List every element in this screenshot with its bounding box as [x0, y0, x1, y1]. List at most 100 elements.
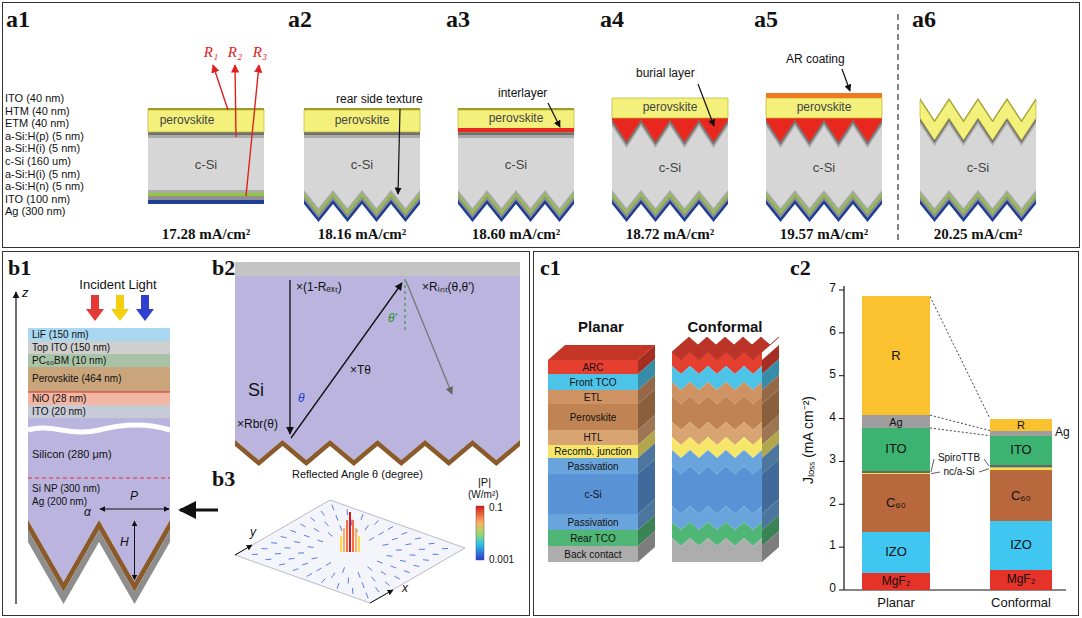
layer-band: Back contact	[548, 546, 638, 562]
bar-segment: MgF₂	[862, 573, 930, 590]
field-arrow	[294, 542, 300, 543]
n-layer	[458, 132, 574, 214]
layer-band: c-Si	[548, 474, 638, 514]
layer-region: c-Si	[304, 148, 420, 182]
field-arrow	[262, 548, 268, 549]
field-arrow	[279, 564, 285, 565]
conformal-layer	[672, 538, 762, 562]
layer-label: PC₆₀BM (10 nm)	[32, 355, 106, 367]
field-arrow	[321, 578, 325, 582]
bar-segment: ITO	[862, 428, 930, 471]
angle-label: θ'	[388, 312, 397, 326]
layer-label: a-Si:H(p) (5 nm)	[5, 130, 84, 143]
field-arrow	[429, 543, 435, 545]
conformal-layer	[672, 466, 762, 514]
dimension-arrow	[134, 521, 135, 580]
layer-name: perovskite	[335, 114, 390, 127]
layer-band: Passivation	[548, 514, 638, 530]
field-arrow	[410, 554, 416, 555]
field-arrow	[402, 532, 408, 534]
layer-name: HTL	[584, 432, 603, 443]
perovskite-layer	[304, 110, 420, 132]
light-ray	[213, 65, 228, 110]
layer-band: HTL	[548, 430, 638, 445]
layer-band: Perovskite	[548, 404, 638, 430]
bar-segment: R	[862, 296, 930, 415]
bar-label: ITO	[885, 442, 906, 456]
tick-label: 3	[829, 453, 836, 467]
axis-label: z	[22, 286, 29, 301]
field-arrow	[285, 547, 291, 548]
current-value: 18.16 mA/cm²	[318, 226, 407, 243]
field-spike	[358, 536, 360, 552]
panel-tag: a3	[446, 6, 470, 34]
layer-band: ARC	[548, 360, 638, 374]
bar-segment: C₆₀	[862, 474, 930, 532]
layer-name: perovskite	[797, 101, 852, 114]
field-arrow	[307, 574, 312, 577]
silicon-wafer	[148, 138, 264, 190]
axis-tick	[839, 547, 844, 548]
field-arrow	[385, 582, 390, 586]
colorbar-tick: 0.001	[489, 554, 514, 566]
field-arrow	[332, 505, 334, 511]
silicon-wafer	[304, 138, 420, 208]
bar-segment: R	[990, 419, 1052, 431]
angle-label: θ	[298, 392, 305, 406]
current-value: 18.72 mA/cm²	[626, 226, 715, 243]
tick-label: 1	[829, 539, 836, 553]
panel-tag: b3	[212, 466, 235, 491]
field-arrow	[381, 571, 386, 574]
layer-label: Si NP (300 nm)	[32, 483, 100, 495]
panel-tag: a1	[6, 6, 30, 34]
bar-label: IZO	[1010, 538, 1032, 552]
field-arrow	[314, 528, 319, 531]
thin-layer	[990, 465, 1052, 468]
field-arrow	[415, 538, 421, 539]
layer-name: Recomb. junction	[554, 446, 631, 457]
silver-layer	[458, 132, 574, 222]
layer-name: c-Si	[659, 161, 681, 175]
field-arrow	[377, 561, 383, 563]
field-arrow	[404, 571, 410, 573]
layer-name: Passivation	[567, 517, 618, 528]
interlayer	[458, 128, 574, 132]
silicon-wafer	[766, 126, 882, 208]
ito-layer	[148, 108, 264, 110]
field-arrow	[300, 524, 305, 527]
field-arrow	[289, 558, 295, 560]
layer-label: Silicon (280 μm)	[32, 448, 112, 461]
panel-tag: b2	[212, 255, 235, 280]
layer-region: c-Si	[458, 148, 574, 182]
bar-label: R	[891, 349, 900, 363]
panel-tag: b1	[8, 255, 31, 280]
field-arrow	[343, 567, 345, 573]
layer-band	[28, 367, 170, 392]
layer-name: perovskite	[489, 112, 544, 125]
perovskite-layer	[766, 98, 882, 118]
bar-segment: Ag	[862, 415, 930, 428]
colorbar-label: (W/m²)	[468, 489, 499, 501]
axis-tick	[839, 504, 844, 505]
field-arrow	[396, 549, 402, 550]
field-arrow	[387, 555, 393, 557]
ray-label: ×Rbr(θ)	[237, 418, 278, 432]
bar-segment: IZO	[862, 532, 930, 573]
dimension-label: α	[84, 506, 91, 520]
dimension-label: H	[120, 536, 129, 550]
field-arrow	[302, 563, 308, 565]
heading: Planar	[578, 318, 624, 335]
silicon	[235, 276, 520, 460]
axis-tick	[839, 290, 844, 291]
bar-label: ITO	[1010, 443, 1031, 457]
layer-band	[28, 328, 170, 341]
layer-edge	[28, 392, 170, 393]
field-arrow	[328, 532, 333, 536]
layer-label: a-Si:H(i) (5 nm)	[5, 168, 80, 181]
axis-arrow	[15, 292, 16, 604]
field-plane	[235, 500, 465, 603]
layer-label: ETM (40 nm)	[5, 117, 69, 130]
layer-name: c-Si	[584, 489, 601, 500]
ito-layer	[458, 132, 574, 218]
